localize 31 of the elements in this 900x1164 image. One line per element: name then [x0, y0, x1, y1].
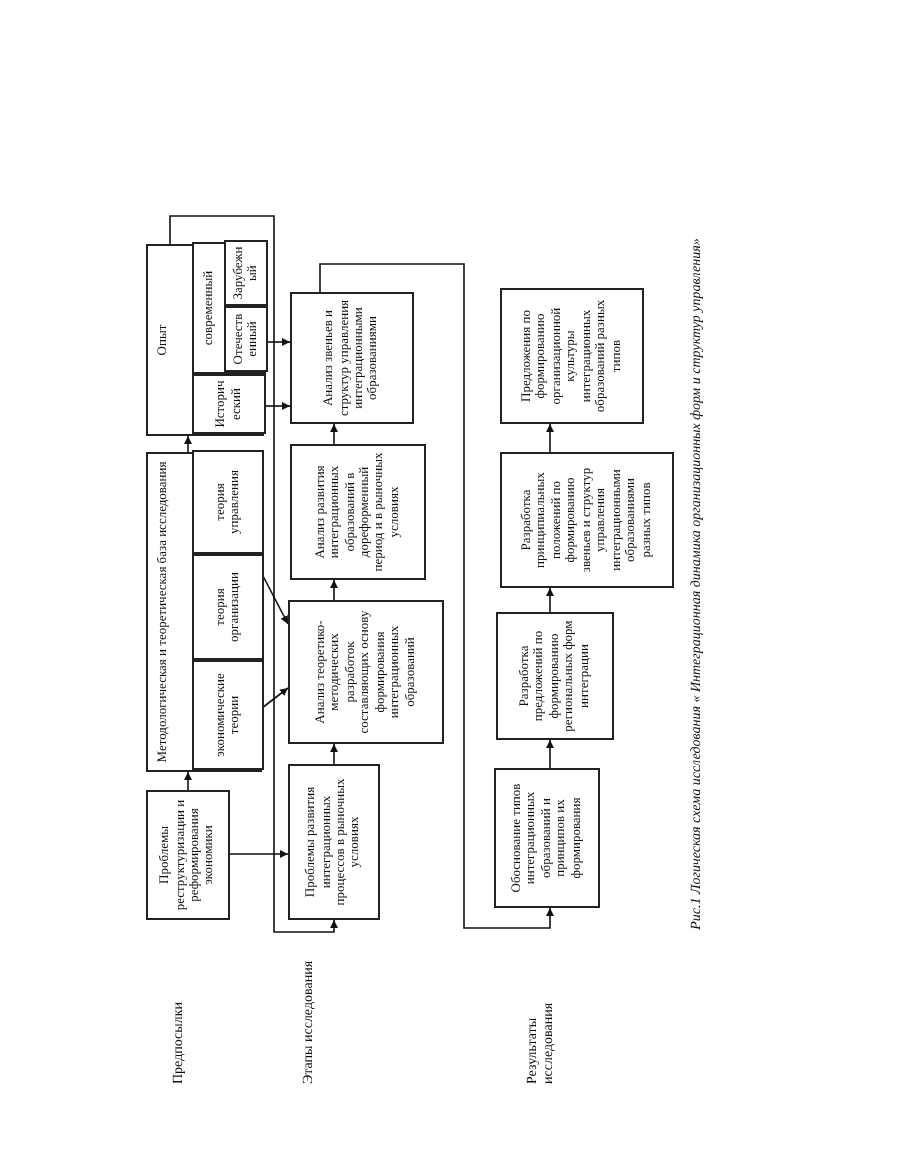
- process-box: [146, 790, 230, 920]
- process-box: [290, 292, 414, 424]
- process-box: [192, 450, 264, 554]
- process-box: [224, 240, 268, 306]
- process-box: [496, 612, 614, 740]
- process-box: [192, 660, 264, 770]
- process-box: [494, 768, 600, 908]
- process-box: [500, 452, 674, 588]
- arrow: [330, 579, 338, 601]
- arrow: [546, 423, 554, 453]
- arrow: [261, 687, 289, 709]
- arrow: [546, 739, 554, 769]
- arrow: [184, 771, 192, 791]
- group-box: [146, 244, 264, 436]
- arrow: [330, 743, 338, 765]
- arrow: [229, 850, 289, 858]
- process-box: [288, 600, 444, 744]
- process-box: [224, 306, 268, 372]
- group-box: [146, 452, 262, 772]
- arrow: [169, 215, 338, 933]
- process-box: [288, 764, 380, 920]
- arrow: [330, 423, 338, 445]
- arrow: [546, 587, 554, 613]
- arrow: [184, 435, 192, 453]
- process-box: [192, 554, 264, 660]
- group-box: [192, 242, 266, 374]
- process-box: [192, 374, 266, 434]
- process-box: [500, 288, 644, 424]
- process-box: [290, 444, 426, 580]
- arrow: [319, 263, 554, 929]
- arrow: [263, 402, 291, 410]
